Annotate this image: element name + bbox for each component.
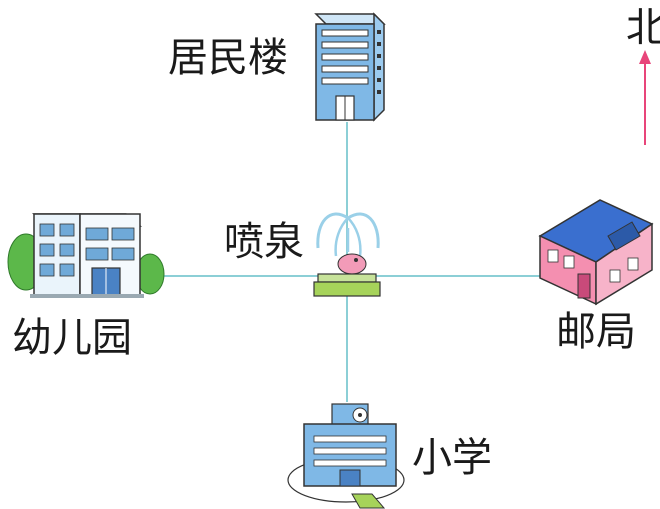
- post-office-building-icon: [538, 199, 654, 306]
- label-post-office: 邮局: [556, 309, 636, 355]
- label-school: 小学: [412, 435, 492, 481]
- north-arrow-icon: [639, 50, 651, 145]
- fountain-icon: [313, 212, 381, 297]
- connection-lines: [162, 122, 540, 402]
- label-fountain: 喷泉: [224, 219, 304, 265]
- residential-building-icon: [314, 12, 386, 122]
- school-building-icon: [287, 403, 405, 509]
- label-north: 北: [626, 5, 660, 51]
- label-residential-building: 居民楼: [168, 35, 288, 81]
- label-kindergarten: 幼儿园: [12, 315, 132, 361]
- kindergarten-building-icon: [7, 213, 165, 298]
